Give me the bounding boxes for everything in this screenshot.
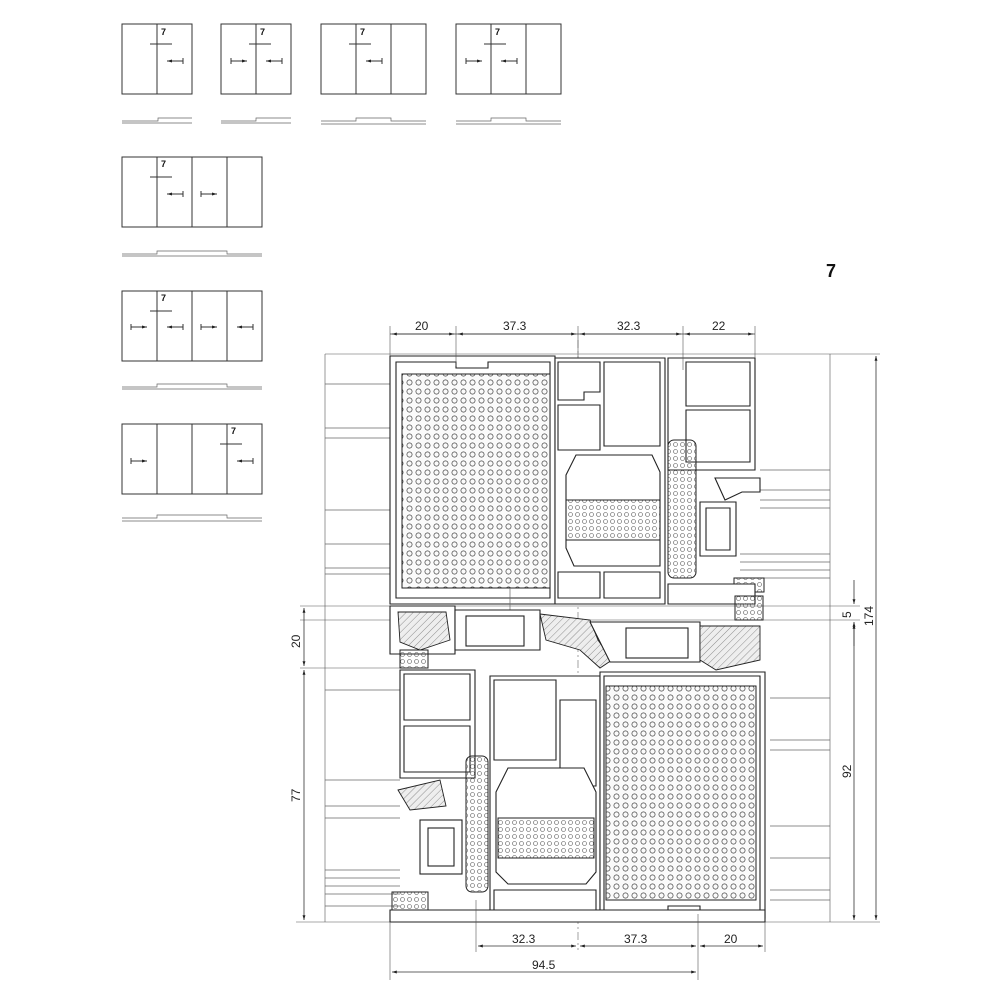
- dimension-label: 174: [862, 606, 876, 626]
- thumbnail-4: 7: [455, 23, 562, 125]
- thumbnail-3: 7: [320, 23, 427, 125]
- thumbnail-label: 7: [161, 159, 166, 169]
- thumbnail-6: 7: [121, 290, 263, 390]
- dimension-label: 20: [289, 634, 303, 648]
- thumbnail-1: 7: [121, 23, 193, 124]
- top-dimension-chain: 20 37.3 32.3 22: [389, 319, 756, 370]
- left-dimension-chain: 20 77: [289, 608, 325, 923]
- lower-sash-profile: [389, 669, 766, 923]
- dimension-label: 37.3: [503, 319, 527, 333]
- meeting-rail: [389, 595, 764, 671]
- bottom-dimension-chain: 32.3 37.3 20 94.5: [389, 900, 766, 980]
- thumbnail-label: 7: [161, 27, 166, 37]
- thumbnail-label: 7: [360, 27, 365, 37]
- thumbnail-2: 7: [220, 23, 292, 124]
- thumbnail-label: 7: [260, 27, 265, 37]
- dimension-label: 5: [840, 611, 854, 618]
- thumbnail-7: 7: [121, 423, 263, 522]
- thumbnail-label: 7: [161, 293, 166, 303]
- dimension-label: 32.3: [512, 932, 536, 946]
- dimension-label: 37.3: [624, 932, 648, 946]
- right-dimension-chain: 5 174 92: [840, 356, 878, 920]
- dimension-label: 22: [712, 319, 726, 333]
- dimension-label: 94.5: [532, 958, 556, 972]
- thumbnail-label: 7: [231, 426, 236, 436]
- upper-sash-profile: [389, 355, 765, 640]
- dimension-label: 77: [289, 788, 303, 802]
- thumbnail-label: 7: [495, 27, 500, 37]
- detail-number: 7: [826, 261, 836, 281]
- dimension-label: 20: [724, 932, 738, 946]
- dimension-label: 92: [840, 764, 854, 778]
- dimension-label: 32.3: [617, 319, 641, 333]
- thumbnail-5: 7: [121, 156, 263, 257]
- dimension-label: 20: [415, 319, 429, 333]
